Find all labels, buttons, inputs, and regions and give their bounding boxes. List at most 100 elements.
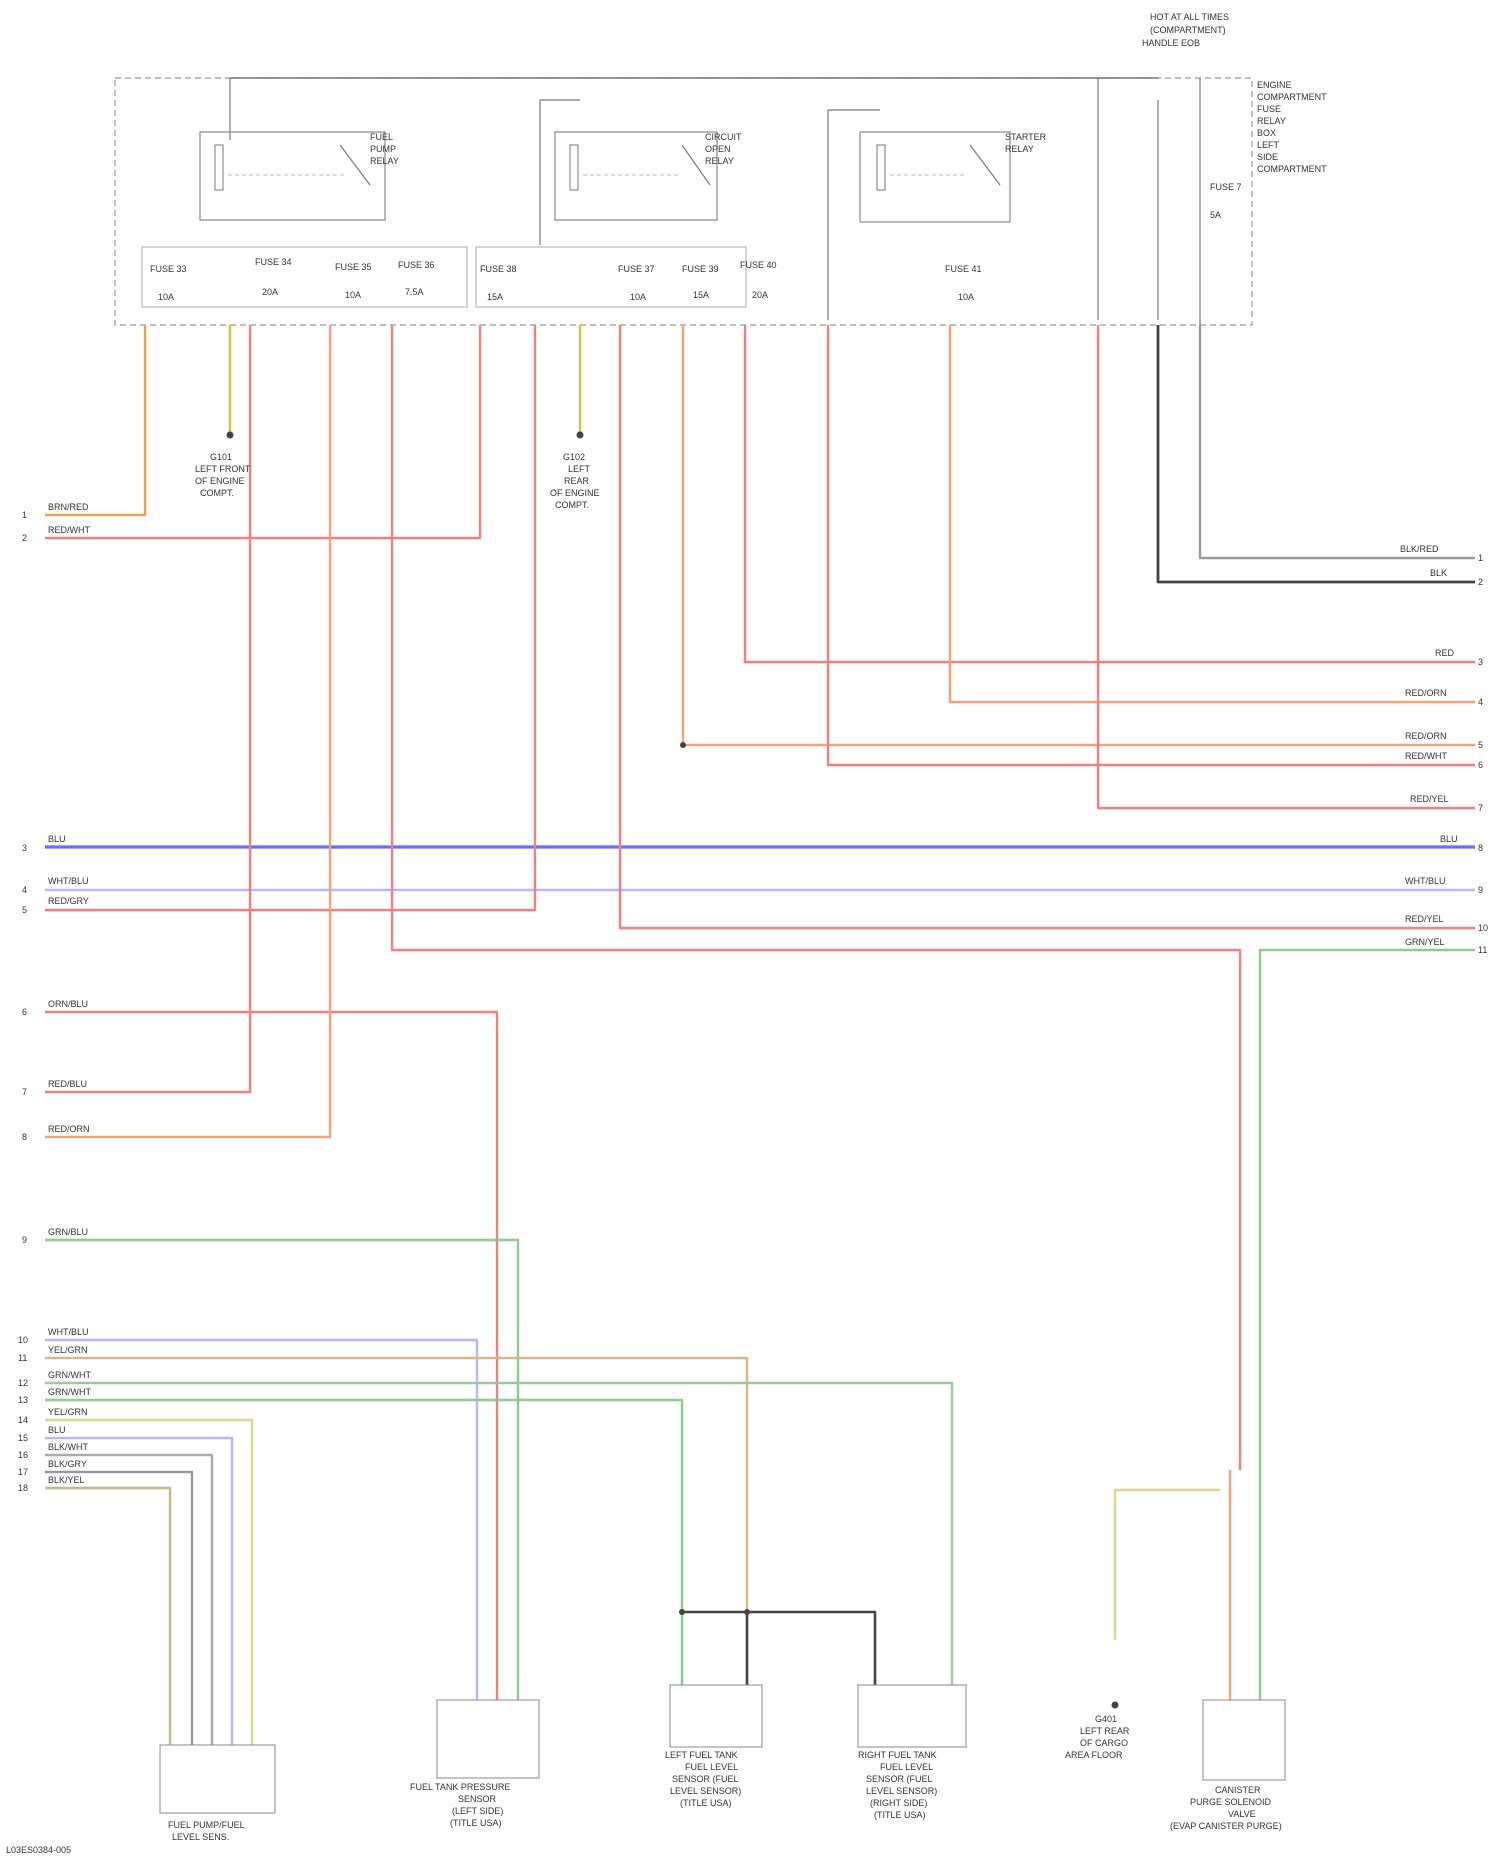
left-connector-11: 11YEL/GRN	[18, 1345, 88, 1363]
svg-text:RED/ORN: RED/ORN	[1405, 688, 1447, 698]
svg-text:RELAY: RELAY	[1257, 116, 1286, 126]
svg-text:OF CARGO: OF CARGO	[1080, 1738, 1128, 1748]
svg-text:10A: 10A	[630, 292, 646, 302]
left-connector-15: 15BLU	[18, 1425, 66, 1443]
splice-g102	[577, 432, 584, 439]
svg-text:5: 5	[22, 905, 27, 915]
left-connector-18: 18BLK/YEL	[18, 1475, 85, 1493]
svg-text:GRN/BLU: GRN/BLU	[48, 1227, 88, 1237]
right-connector-5: 5 RED/ORN	[1405, 731, 1483, 750]
svg-text:15: 15	[18, 1433, 28, 1443]
svg-text:FUEL TANK PRESSURE: FUEL TANK PRESSURE	[410, 1782, 510, 1792]
wires	[45, 325, 1475, 1745]
fuse-41: FUSE 41 10A	[945, 264, 982, 302]
splice-1	[680, 742, 686, 748]
component-canister-purge-valve: CANISTER PURGE SOLENOID VALVE (EVAP CANI…	[1170, 1700, 1285, 1831]
wire-fuel-gnd	[682, 1612, 875, 1685]
left-connector-1: 1BRN/RED	[22, 502, 89, 520]
footer-code: L03ES0384-005	[6, 1845, 71, 1855]
splice-3	[744, 1609, 750, 1615]
right-connector-8: 8BLU	[1440, 834, 1483, 853]
svg-text:10: 10	[18, 1335, 28, 1345]
svg-text:2: 2	[22, 533, 27, 543]
svg-text:LEVEL SENS.: LEVEL SENS.	[172, 1832, 229, 1842]
svg-text:13: 13	[18, 1395, 28, 1405]
svg-text:18: 18	[18, 1483, 28, 1493]
svg-text:LEFT: LEFT	[1257, 140, 1280, 150]
svg-text:RED/BLU: RED/BLU	[48, 1079, 87, 1089]
svg-text:20A: 20A	[262, 287, 278, 297]
right-connector-2: 2BLK	[1430, 568, 1483, 587]
svg-text:BLK/RED: BLK/RED	[1400, 544, 1439, 554]
svg-text:LEFT FRONT: LEFT FRONT	[195, 464, 251, 474]
fuse-7: FUSE 7 5A	[1210, 182, 1242, 220]
svg-text:FUSE 38: FUSE 38	[480, 264, 517, 274]
wire-blk-yel	[45, 1488, 170, 1745]
fuses: FUSE 33 10A FUSE 34 20A FUSE 35 10A FUSE…	[150, 182, 1242, 302]
box-title-3: HANDLE EOB	[1142, 38, 1200, 48]
fuse-34: FUSE 34 20A	[255, 257, 292, 297]
wire-red-1	[745, 325, 1475, 662]
svg-text:8: 8	[1478, 843, 1483, 853]
component-right-fuel-level-sensor: RIGHT FUEL TANK FUEL LEVEL SENSOR (FUEL …	[858, 1685, 966, 1820]
box-title-1: HOT AT ALL TIMES	[1150, 12, 1229, 22]
svg-text:RED/ORN: RED/ORN	[1405, 731, 1447, 741]
svg-text:LEFT: LEFT	[568, 464, 591, 474]
svg-text:RED: RED	[1435, 648, 1455, 658]
svg-text:GRN/WHT: GRN/WHT	[48, 1370, 91, 1380]
svg-text:SENSOR: SENSOR	[458, 1794, 497, 1804]
wire-red-wht-2	[828, 325, 1475, 765]
splices	[227, 432, 1119, 1709]
svg-text:RIGHT FUEL TANK: RIGHT FUEL TANK	[858, 1750, 937, 1760]
wire-wht-blu-2	[45, 1340, 477, 1700]
svg-text:(TITLE USA): (TITLE USA)	[874, 1810, 926, 1820]
left-connector-2: 2RED/WHT	[22, 525, 90, 543]
svg-text:BLK/WHT: BLK/WHT	[48, 1442, 89, 1452]
svg-text:FUSE 34: FUSE 34	[255, 257, 292, 267]
svg-text:6: 6	[1478, 760, 1483, 770]
svg-text:CIRCUIT: CIRCUIT	[705, 132, 742, 142]
svg-text:RELAY: RELAY	[370, 156, 399, 166]
wire-blk-red	[1200, 325, 1475, 558]
svg-text:RELAY: RELAY	[705, 156, 734, 166]
fuse-block-1	[142, 247, 467, 307]
fuse-39: FUSE 39 15A	[682, 264, 719, 300]
svg-text:10A: 10A	[345, 290, 361, 300]
svg-text:STARTER: STARTER	[1005, 132, 1047, 142]
svg-text:16: 16	[18, 1450, 28, 1460]
svg-text:WHT/BLU: WHT/BLU	[48, 876, 89, 886]
wire-grn-wht-1	[45, 1383, 952, 1685]
svg-text:7: 7	[22, 1087, 27, 1097]
svg-text:17: 17	[18, 1467, 28, 1477]
svg-text:LEFT FUEL TANK: LEFT FUEL TANK	[665, 1750, 738, 1760]
svg-text:FUEL LEVEL: FUEL LEVEL	[685, 1762, 738, 1772]
svg-text:RED/WHT: RED/WHT	[1405, 751, 1447, 761]
right-connector-4: 4RED/ORN	[1405, 688, 1483, 707]
svg-text:FUSE: FUSE	[1257, 104, 1281, 114]
svg-text:11: 11	[18, 1353, 27, 1363]
wire-blk-wht	[45, 1455, 212, 1745]
svg-text:SENSOR (FUEL: SENSOR (FUEL	[866, 1774, 933, 1784]
svg-text:G102: G102	[563, 452, 585, 462]
relay-3: STARTER RELAY	[860, 132, 1047, 222]
svg-text:9: 9	[22, 1235, 27, 1245]
component-left-fuel-level-sensor: LEFT FUEL TANK FUEL LEVEL SENSOR (FUEL L…	[665, 1685, 762, 1808]
svg-text:GRN/YEL: GRN/YEL	[1405, 937, 1445, 947]
left-connector-16: 16 BLK/WHT	[18, 1442, 89, 1460]
svg-text:FUEL: FUEL	[370, 132, 393, 142]
left-connector-5: 5 RED/GRY	[22, 896, 89, 915]
svg-text:LEVEL SENSOR): LEVEL SENSOR)	[866, 1786, 937, 1796]
svg-text:RED/GRY: RED/GRY	[48, 896, 89, 906]
svg-text:COMPT.: COMPT.	[555, 500, 589, 510]
svg-text:5: 5	[1478, 740, 1483, 750]
wire-grn-blu	[45, 1240, 518, 1700]
wire-g401	[1115, 1490, 1220, 1640]
ground-g102: G102 LEFT REAR OF ENGINE COMPT.	[550, 452, 600, 510]
svg-text:11: 11	[1478, 945, 1487, 955]
